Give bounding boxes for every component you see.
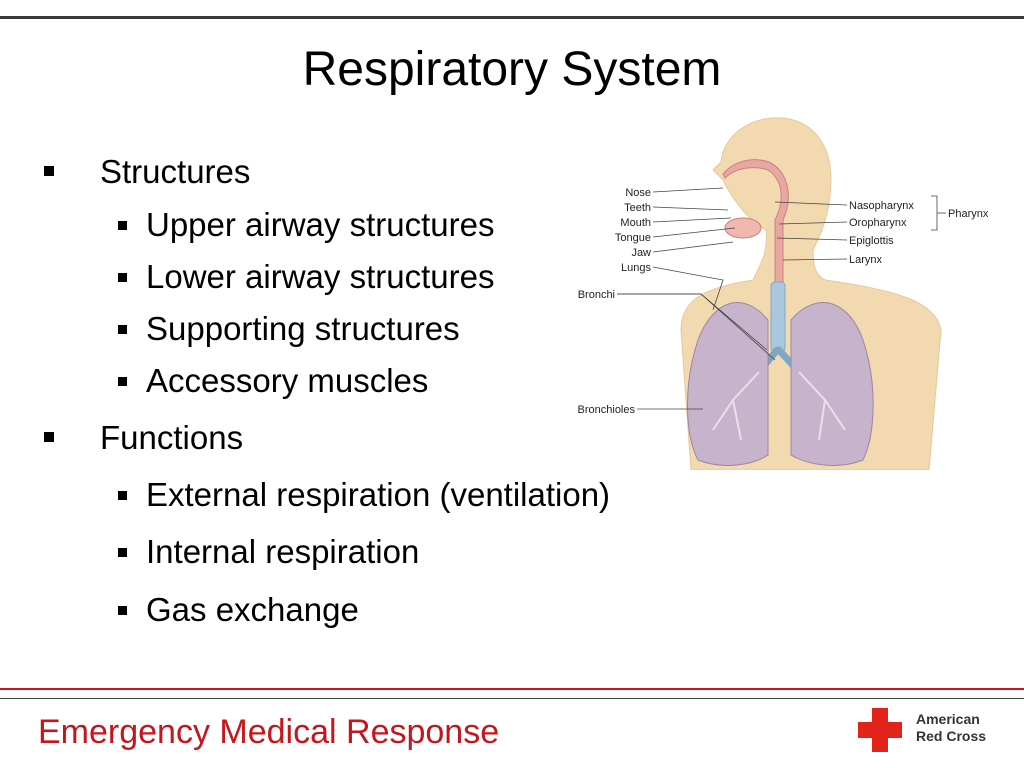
label-tongue: Tongue [615, 232, 651, 244]
footer-title: Emergency Medical Response [38, 713, 500, 751]
footer-rule-thin [0, 698, 1024, 699]
square-bullet-icon [118, 491, 127, 500]
sub-bullet: Internal respiration [118, 532, 420, 572]
label-oropharynx: Oropharynx [849, 217, 907, 229]
lungs [687, 302, 874, 466]
top-rule [0, 16, 1024, 19]
logo-line-1: American [916, 711, 980, 727]
sub-bullet-label: External respiration (ventilation) [146, 476, 611, 513]
sub-bullet: Supporting structures [118, 309, 460, 349]
sub-bullet: External respiration (ventilation) [118, 475, 611, 515]
square-bullet-icon [44, 432, 54, 442]
sub-bullet-label: Accessory muscles [146, 362, 429, 399]
label-pharynx: Pharynx [948, 208, 989, 220]
bullet-functions: Functions [44, 418, 244, 458]
label-nose: Nose [625, 187, 651, 199]
square-bullet-icon [118, 377, 127, 386]
square-bullet-icon [44, 166, 54, 176]
square-bullet-icon [118, 548, 127, 557]
label-epiglottis: Epiglottis [849, 235, 894, 247]
label-nasopharynx: Nasopharynx [849, 200, 914, 212]
square-bullet-icon [118, 273, 127, 282]
right-leader-lines [774, 195, 946, 261]
sub-bullet: Upper airway structures [118, 205, 495, 245]
slide-title: Respiratory System [302, 43, 722, 96]
sub-bullet-label: Gas exchange [146, 591, 359, 628]
sub-bullet-label: Supporting structures [146, 310, 460, 347]
sub-bullet-label: Internal respiration [146, 533, 420, 570]
label-bronchi: Bronchi [578, 289, 615, 301]
label-mouth: Mouth [620, 217, 651, 229]
square-bullet-icon [118, 221, 127, 230]
sub-bullet: Gas exchange [118, 590, 359, 630]
respiratory-diagram: Nose Teeth Mouth Tongue Jaw Lungs Bronch… [563, 110, 997, 470]
label-jaw: Jaw [631, 247, 651, 259]
right-labels: Nasopharynx Oropharynx Epiglottis Larynx… [849, 200, 989, 266]
square-bullet-icon [118, 606, 127, 615]
sub-bullet-label: Lower airway structures [146, 258, 495, 295]
footer-rule [0, 688, 1024, 690]
airway-tract [722, 159, 789, 286]
left-leader-lines [617, 187, 776, 410]
label-bronchioles: Bronchioles [578, 404, 636, 416]
label-teeth: Teeth [624, 202, 651, 214]
red-cross-logo: American Red Cross [858, 708, 1008, 752]
red-cross-icon [858, 708, 902, 752]
bullet-structures: Structures [44, 152, 251, 192]
bullet-label: Functions [100, 419, 244, 456]
left-labels: Nose Teeth Mouth Tongue Jaw Lungs Bronch… [578, 187, 652, 416]
sub-bullet: Accessory muscles [118, 361, 429, 401]
bullet-label: Structures [100, 153, 251, 190]
label-lungs: Lungs [621, 262, 651, 274]
sub-bullet-label: Upper airway structures [146, 206, 495, 243]
logo-line-2: Red Cross [916, 728, 987, 744]
logo-wordmark: American Red Cross [916, 711, 986, 745]
square-bullet-icon [118, 325, 127, 334]
label-larynx: Larynx [849, 254, 883, 266]
sub-bullet: Lower airway structures [118, 257, 495, 297]
